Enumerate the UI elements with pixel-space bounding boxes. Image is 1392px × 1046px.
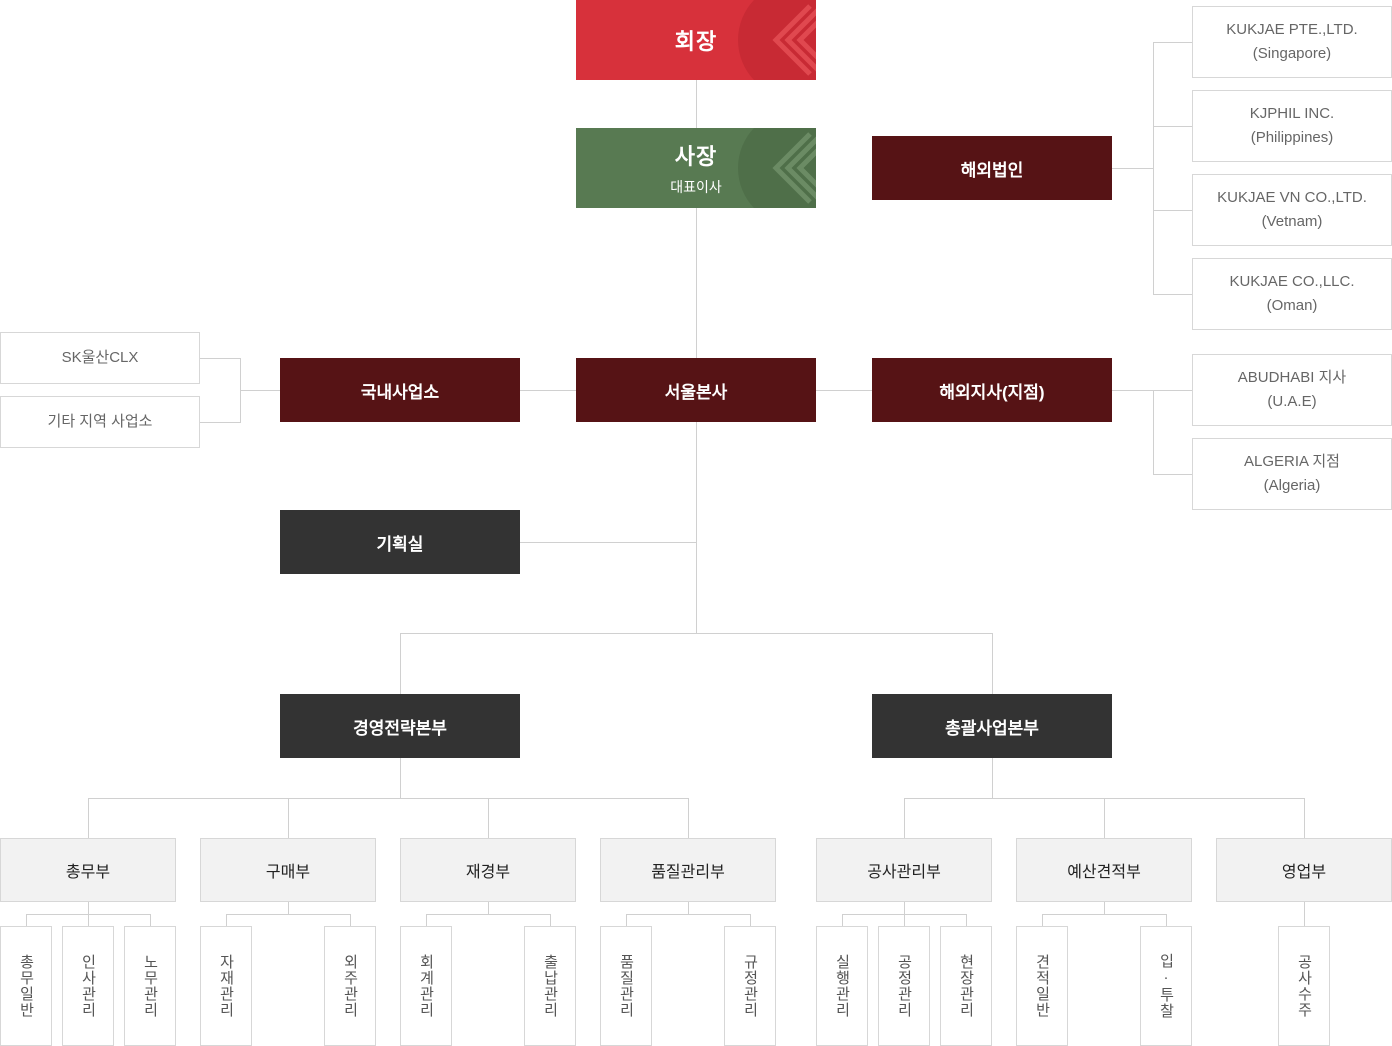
team-box: 공사수주: [1278, 926, 1330, 1046]
department-box: 총무부: [0, 838, 176, 902]
team-box: 출납관리: [524, 926, 576, 1046]
department-box: 예산견적부: [1016, 838, 1192, 902]
department-box: 영업부: [1216, 838, 1392, 902]
department-label: 총무부: [65, 864, 111, 881]
branch-name: ALGERIA 지점: [1244, 453, 1340, 470]
overseas-branch-item: ABUDHABI 지사 (U.A.E): [1192, 354, 1392, 426]
team-label: 규정관리: [741, 954, 759, 1018]
team-box: 공정관리: [878, 926, 930, 1046]
team-label: 공사수주: [1295, 954, 1313, 1018]
team-box: 현장관리: [940, 926, 992, 1046]
branch-country: (Algeria): [1263, 477, 1321, 494]
team-label: 현장관리: [957, 954, 975, 1018]
planning-office-box: 기획실: [280, 510, 520, 574]
department-box: 공사관리부: [816, 838, 992, 902]
chevron-decoration: [738, 128, 816, 208]
business-division-box: 총괄사업본부: [872, 694, 1112, 758]
team-box: 외주관리: [324, 926, 376, 1046]
team-box: 회계관리: [400, 926, 452, 1046]
team-label: 자재관리: [217, 954, 235, 1018]
department-label: 구매부: [265, 864, 311, 881]
team-label: 외주관리: [341, 954, 359, 1018]
team-box: 입·투찰: [1140, 926, 1192, 1046]
team-label: 입·투찰: [1157, 953, 1175, 1019]
branch-country: (U.A.E): [1267, 393, 1317, 410]
team-label: 총무일반: [17, 954, 35, 1018]
team-label: 실행관리: [833, 954, 851, 1018]
domestic-office-label: 국내사업소: [360, 382, 440, 402]
seoul-hq-label: 서울본사: [664, 382, 728, 402]
department-label: 재경부: [465, 864, 511, 881]
corp-name: KUKJAE CO.,LLC.: [1229, 273, 1355, 290]
domestic-office-box: 국내사업소: [280, 358, 520, 422]
chairman-box: 회장: [576, 0, 816, 80]
corp-name: KUKJAE VN CO.,LTD.: [1217, 189, 1367, 206]
branch-name: ABUDHABI 지사: [1237, 369, 1347, 386]
chairman-label: 회장: [674, 29, 718, 54]
overseas-corp-label: 해외법인: [960, 160, 1024, 180]
overseas-corp-item: KUKJAE PTE.,LTD. (Singapore): [1192, 6, 1392, 78]
team-label: 인사관리: [79, 954, 97, 1018]
team-label: 회계관리: [417, 954, 435, 1018]
team-label: 견적일반: [1033, 954, 1051, 1018]
department-label: 예산견적부: [1067, 864, 1141, 881]
team-box: 품질관리: [600, 926, 652, 1046]
team-label: 노무관리: [141, 954, 159, 1018]
seoul-hq-box: 서울본사: [576, 358, 816, 422]
corp-name: KUKJAE PTE.,LTD.: [1226, 21, 1358, 38]
department-box: 재경부: [400, 838, 576, 902]
team-box: 노무관리: [124, 926, 176, 1046]
chevron-decoration: [738, 0, 816, 80]
corp-country: (Singapore): [1252, 45, 1332, 62]
team-box: 자재관리: [200, 926, 252, 1046]
corp-country: (Vetnam): [1261, 213, 1323, 230]
planning-office-label: 기획실: [376, 534, 424, 554]
team-label: 출납관리: [541, 954, 559, 1018]
team-box: 총무일반: [0, 926, 52, 1046]
team-box: 인사관리: [62, 926, 114, 1046]
department-label: 품질관리부: [651, 864, 725, 881]
corp-country: (Philippines): [1250, 129, 1334, 146]
team-label: 품질관리: [617, 954, 635, 1018]
president-label: 사장: [674, 144, 718, 169]
overseas-corp-box: 해외법인: [872, 136, 1112, 200]
domestic-site-item: 기타 지역 사업소: [0, 396, 200, 448]
corp-country: (Oman): [1266, 297, 1318, 314]
business-division-label: 총괄사업본부: [945, 718, 1039, 738]
overseas-branch-box: 해외지사(지점): [872, 358, 1112, 422]
team-box: 규정관리: [724, 926, 776, 1046]
overseas-corp-item: KJPHIL INC. (Philippines): [1192, 90, 1392, 162]
overseas-branch-item: ALGERIA 지점 (Algeria): [1192, 438, 1392, 510]
president-box: 사장 대표이사: [576, 128, 816, 208]
team-label: 공정관리: [895, 954, 913, 1018]
department-label: 공사관리부: [867, 864, 941, 881]
department-box: 구매부: [200, 838, 376, 902]
corp-name: KJPHIL INC.: [1249, 105, 1335, 122]
overseas-corp-item: KUKJAE CO.,LLC. (Oman): [1192, 258, 1392, 330]
domestic-site-item: SK울산CLX: [0, 332, 200, 384]
team-box: 실행관리: [816, 926, 868, 1046]
president-subtitle: 대표이사: [670, 179, 722, 195]
department-box: 품질관리부: [600, 838, 776, 902]
overseas-branch-label: 해외지사(지점): [939, 382, 1045, 402]
site-name: SK울산CLX: [61, 349, 139, 366]
site-name: 기타 지역 사업소: [47, 413, 153, 430]
management-division-box: 경영전략본부: [280, 694, 520, 758]
team-box: 견적일반: [1016, 926, 1068, 1046]
management-division-label: 경영전략본부: [353, 718, 447, 738]
overseas-corp-item: KUKJAE VN CO.,LTD. (Vetnam): [1192, 174, 1392, 246]
department-label: 영업부: [1281, 864, 1327, 881]
